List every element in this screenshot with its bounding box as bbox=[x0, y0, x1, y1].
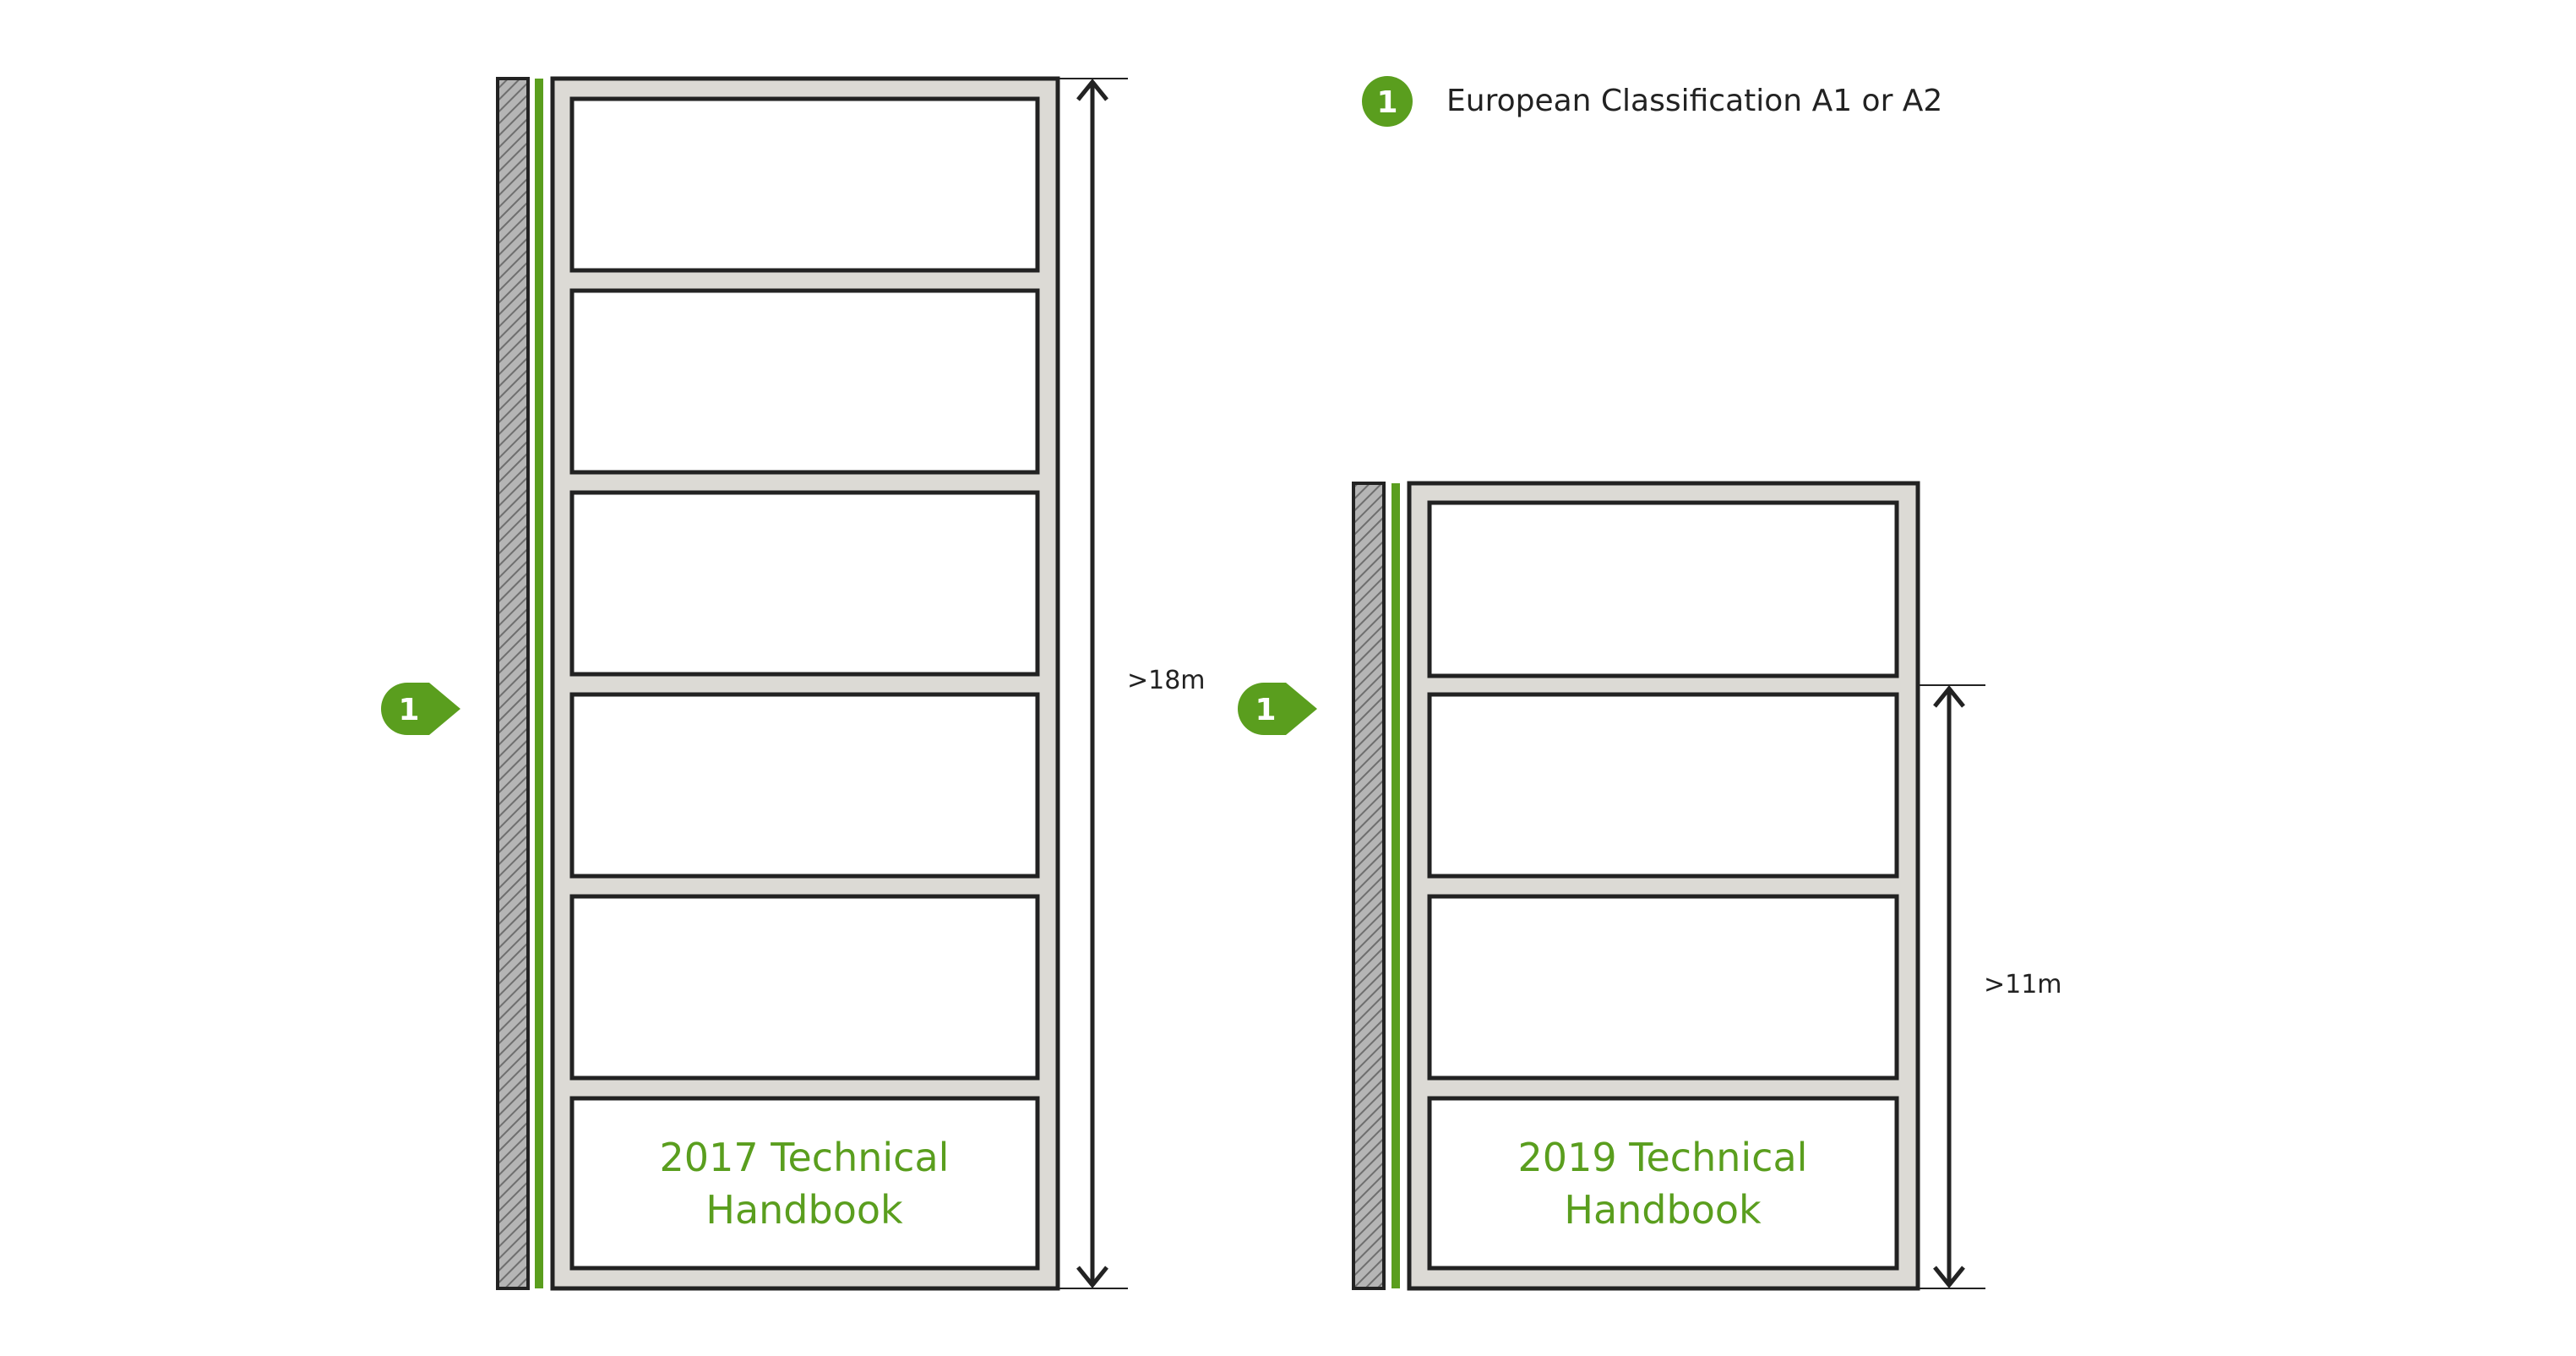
floor-2 bbox=[569, 288, 1040, 475]
marker-number: 1 bbox=[1255, 693, 1276, 727]
classification-marker: 1 bbox=[381, 683, 460, 735]
building-caption-line2: Handbook bbox=[705, 1187, 903, 1233]
floor-1 bbox=[1427, 500, 1899, 678]
floor-6 bbox=[569, 1096, 1040, 1271]
floor-3 bbox=[569, 490, 1040, 677]
building-frame bbox=[550, 76, 1060, 1291]
height-label: >18m bbox=[1127, 666, 1206, 695]
dimension-arrow-down bbox=[1076, 1266, 1108, 1288]
legend-marker-number: 1 bbox=[1376, 85, 1397, 120]
hatched-wall bbox=[496, 77, 530, 1290]
height-label: >11m bbox=[1984, 970, 2062, 999]
hatched-wall bbox=[1352, 482, 1386, 1290]
legend-text: European Classification A1 or A2 bbox=[1446, 84, 1942, 118]
classification-marker: 1 bbox=[1238, 683, 1317, 735]
floor-5 bbox=[569, 894, 1040, 1081]
cladding-line bbox=[1391, 483, 1400, 1288]
floor-4 bbox=[569, 692, 1040, 879]
floor-1 bbox=[569, 96, 1040, 273]
legend: 1 European Classification A1 or A2 bbox=[1362, 76, 1942, 127]
legend-marker bbox=[1362, 76, 1413, 127]
marker-number: 1 bbox=[398, 693, 419, 727]
floor-3 bbox=[1427, 894, 1899, 1081]
building-caption-line1: 2017 Technical bbox=[660, 1135, 950, 1180]
building-2019: 2019 Technical Handbook >11m 1 bbox=[1238, 481, 2062, 1291]
floor-4 bbox=[1427, 1096, 1899, 1271]
building-caption-line2: Handbook bbox=[1564, 1187, 1762, 1233]
dimension-arrow-up bbox=[1076, 79, 1108, 101]
building-caption-line1: 2019 Technical bbox=[1518, 1135, 1808, 1180]
floor-2 bbox=[1427, 692, 1899, 879]
building-2017: 2017 Technical Handbook >18m 1 bbox=[381, 76, 1206, 1291]
cladding-line bbox=[535, 79, 543, 1288]
dimension-arrow-down bbox=[1933, 1266, 1965, 1288]
dimension-arrow-up bbox=[1933, 685, 1965, 708]
